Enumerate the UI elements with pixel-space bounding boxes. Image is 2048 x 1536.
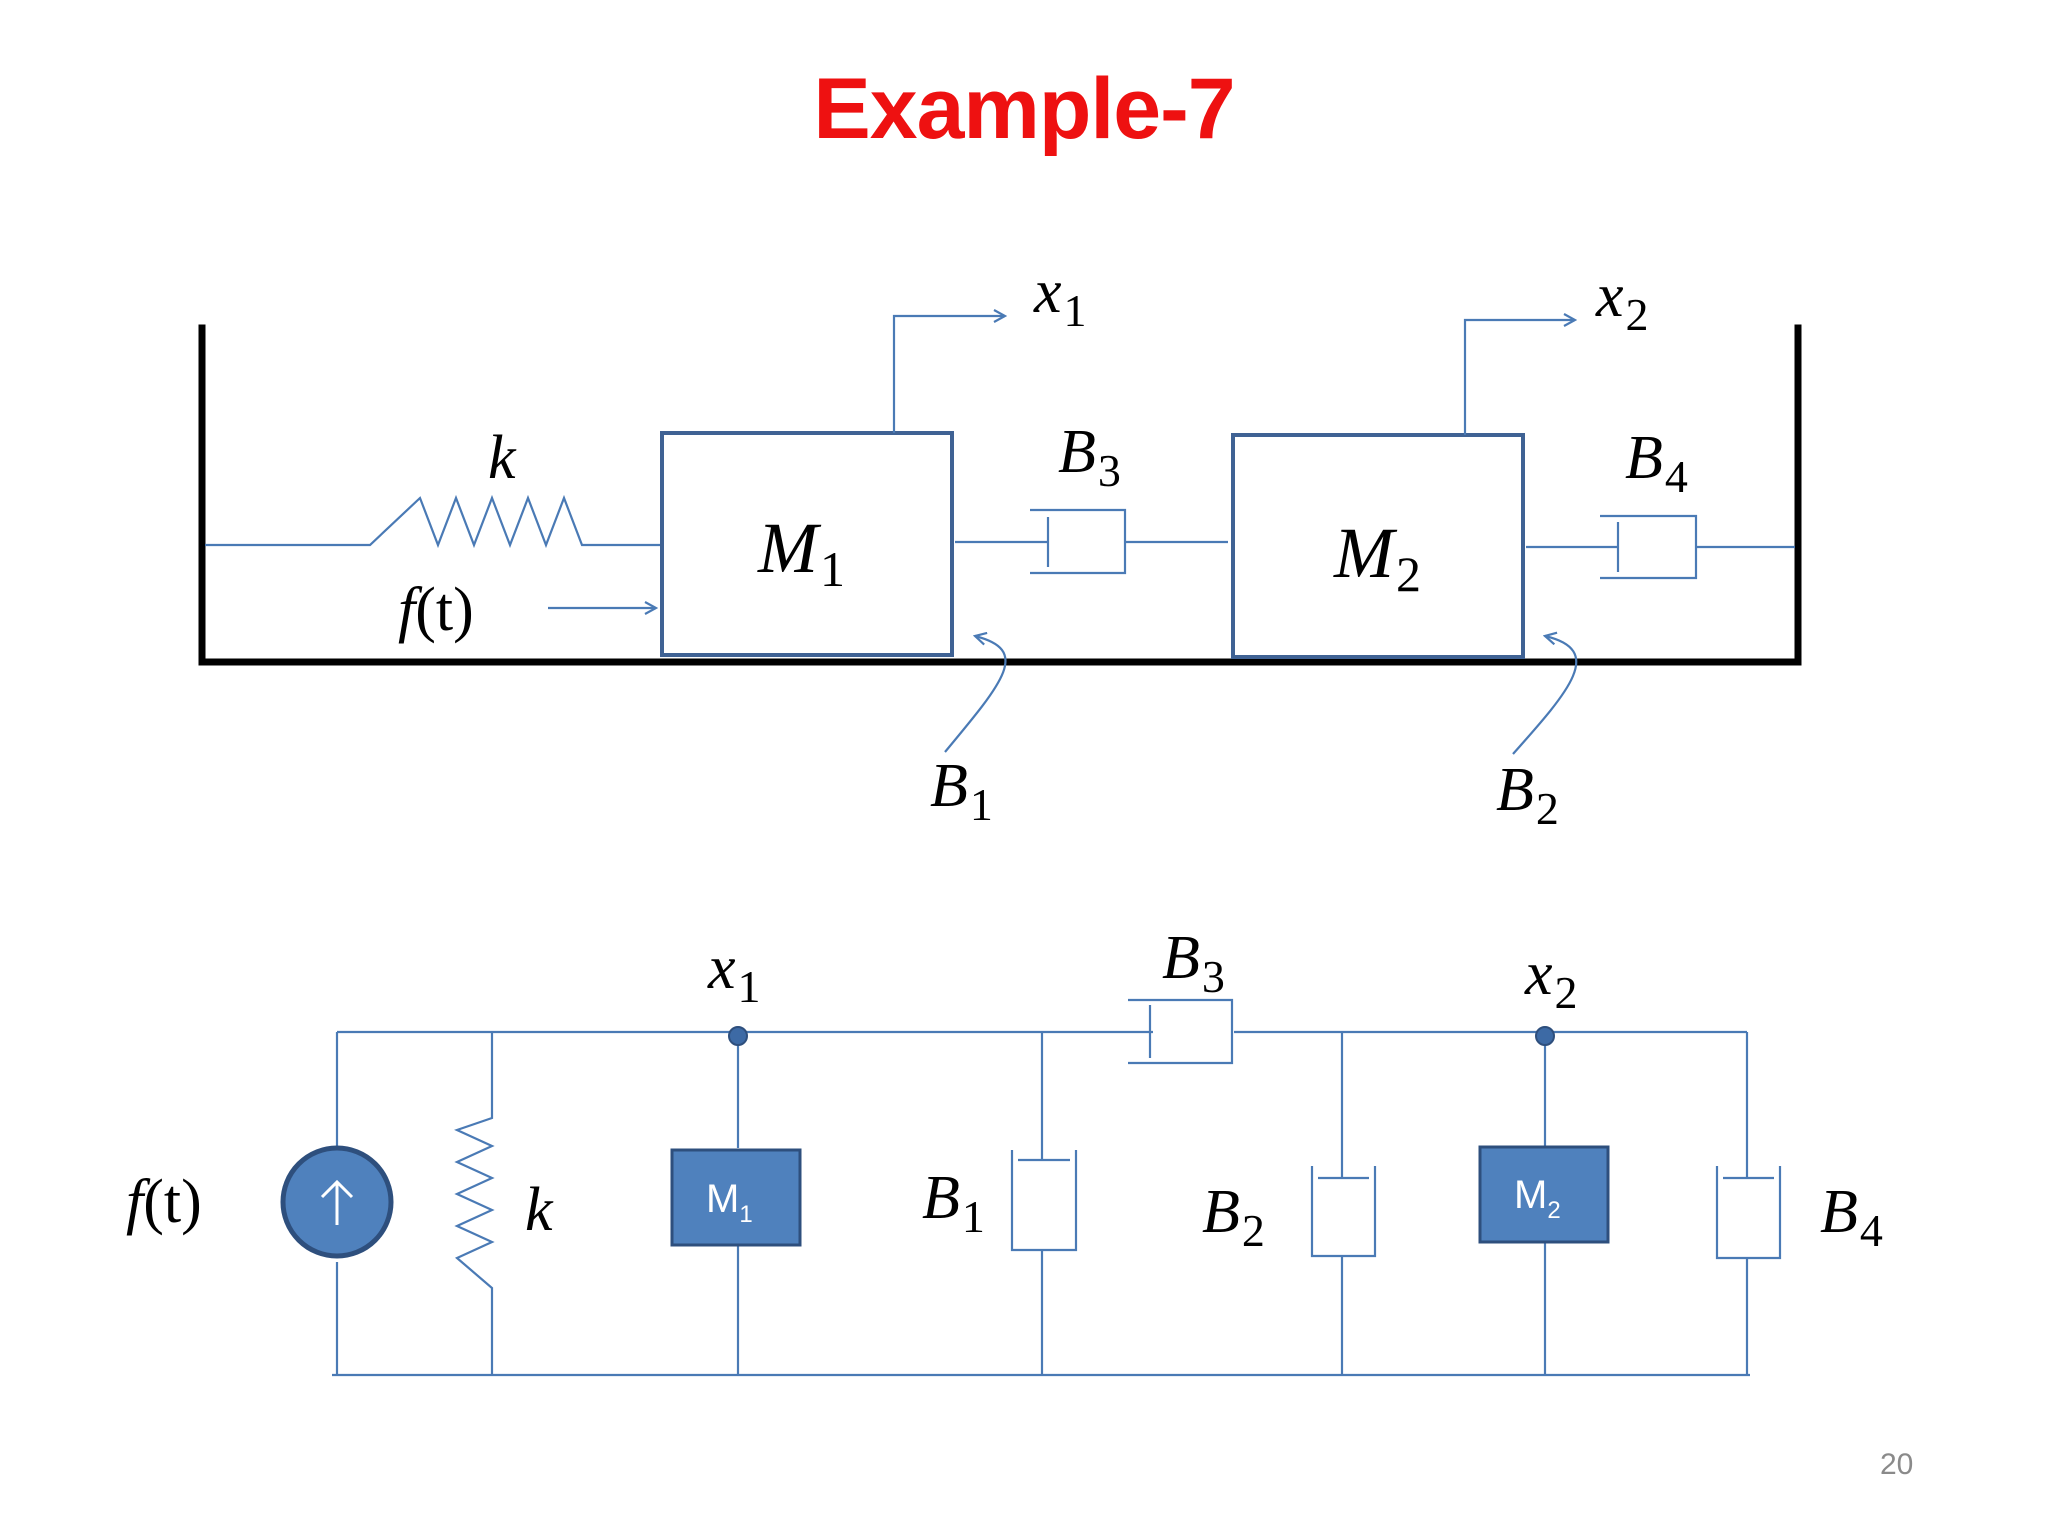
- force-f-label: f(t): [398, 576, 474, 644]
- mass-m2-label: M2: [1333, 513, 1421, 602]
- circuit-b1-label: B1: [922, 1164, 985, 1242]
- circuit-mass-m1: [670, 1148, 802, 1247]
- spring-k: [205, 494, 660, 549]
- node-x2-dot: [1535, 1026, 1555, 1046]
- node-x2-label: x2: [1524, 940, 1578, 1018]
- damper-b2-label: B2: [1496, 756, 1559, 834]
- force-source: [280, 1145, 394, 1375]
- damper-b3: [955, 508, 1228, 575]
- mass-m1-label: M1: [757, 508, 845, 597]
- damper-b1-label: B1: [930, 752, 993, 830]
- analog-circuit: f(t) k x1 M1 B1 B3: [126, 924, 1883, 1377]
- circuit-b4-label: B4: [1820, 1178, 1883, 1256]
- source-f-label: f(t): [126, 1168, 202, 1236]
- circuit-mass-m2: [1478, 1145, 1610, 1244]
- mechanical-system: k f(t) M1 x1 B3 M2 x2: [198, 258, 1802, 834]
- page-number: 20: [1880, 1448, 1914, 1481]
- circuit-spring-k: [454, 1032, 495, 1375]
- circuit-b2-label: B2: [1202, 1178, 1265, 1256]
- b1-pointer: [944, 636, 1007, 753]
- circuit-damper-b3: [1042, 998, 1234, 1065]
- mass-m2-block: [1231, 433, 1525, 659]
- circuit-damper-b4: [1715, 1032, 1782, 1375]
- circuit-mass-m2-label: M2: [1514, 1173, 1561, 1224]
- damper-b4: [1526, 514, 1795, 580]
- b2-pointer: [1512, 636, 1578, 755]
- damper-b4-label: B4: [1625, 424, 1688, 502]
- damper-b3-label: B3: [1058, 418, 1121, 496]
- x1-label: x1: [1033, 258, 1087, 336]
- slide-title: Example-7: [813, 61, 1235, 157]
- circuit-k-label: k: [525, 1176, 554, 1244]
- node-x1-dot: [728, 1026, 748, 1046]
- circuit-b3-label: B3: [1162, 924, 1225, 1002]
- svg-text:f(t): f(t): [398, 576, 474, 644]
- circuit-damper-b2: [1310, 1032, 1377, 1375]
- spring-k-label: k: [488, 424, 517, 492]
- mass-m1-block: [660, 431, 954, 657]
- top-rail-left: [335, 1030, 1042, 1160]
- up-arrow-icon: [320, 1179, 354, 1225]
- circuit-mass-m1-label: M1: [706, 1177, 753, 1228]
- x1-arrow: [892, 316, 1005, 433]
- x2-label: x2: [1595, 262, 1649, 340]
- x2-arrow: [1463, 320, 1575, 435]
- circuit-damper-b1: [1010, 1032, 1078, 1375]
- node-x1-label: x1: [707, 934, 761, 1012]
